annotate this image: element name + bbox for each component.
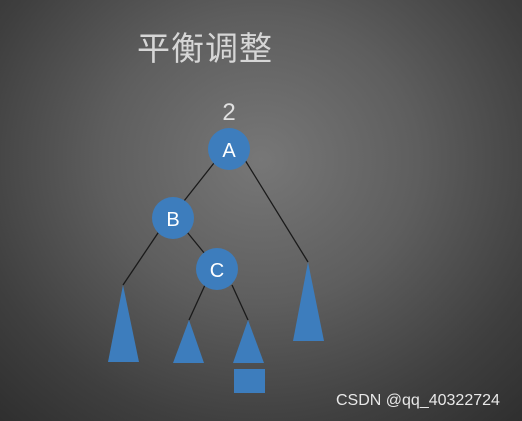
node-a-label: A (222, 140, 236, 162)
balance-factor-label: 2 (222, 99, 235, 126)
watermark: CSDN @qq_40322724 (336, 392, 500, 409)
node-b-label: B (166, 209, 179, 231)
node-c: C (196, 248, 238, 290)
inserted-node-rectangle (234, 369, 265, 393)
edge-a-right-subtree (244, 159, 309, 263)
node-c-label: C (210, 260, 224, 282)
right-subtree-triangle (293, 262, 324, 341)
edge-c-right-subtree (231, 284, 249, 321)
edge-c-left-subtree (188, 284, 206, 321)
edge-a-b (183, 162, 215, 202)
node-b: B (152, 197, 194, 239)
slide-title: 平衡调整 (137, 29, 273, 68)
c-left-subtree-triangle (173, 320, 204, 363)
left-subtree-triangle (108, 285, 139, 362)
c-right-subtree-triangle (233, 320, 264, 363)
node-a: A (208, 128, 250, 170)
edge-b-left-subtree (122, 229, 161, 286)
edge-b-c (186, 231, 206, 255)
